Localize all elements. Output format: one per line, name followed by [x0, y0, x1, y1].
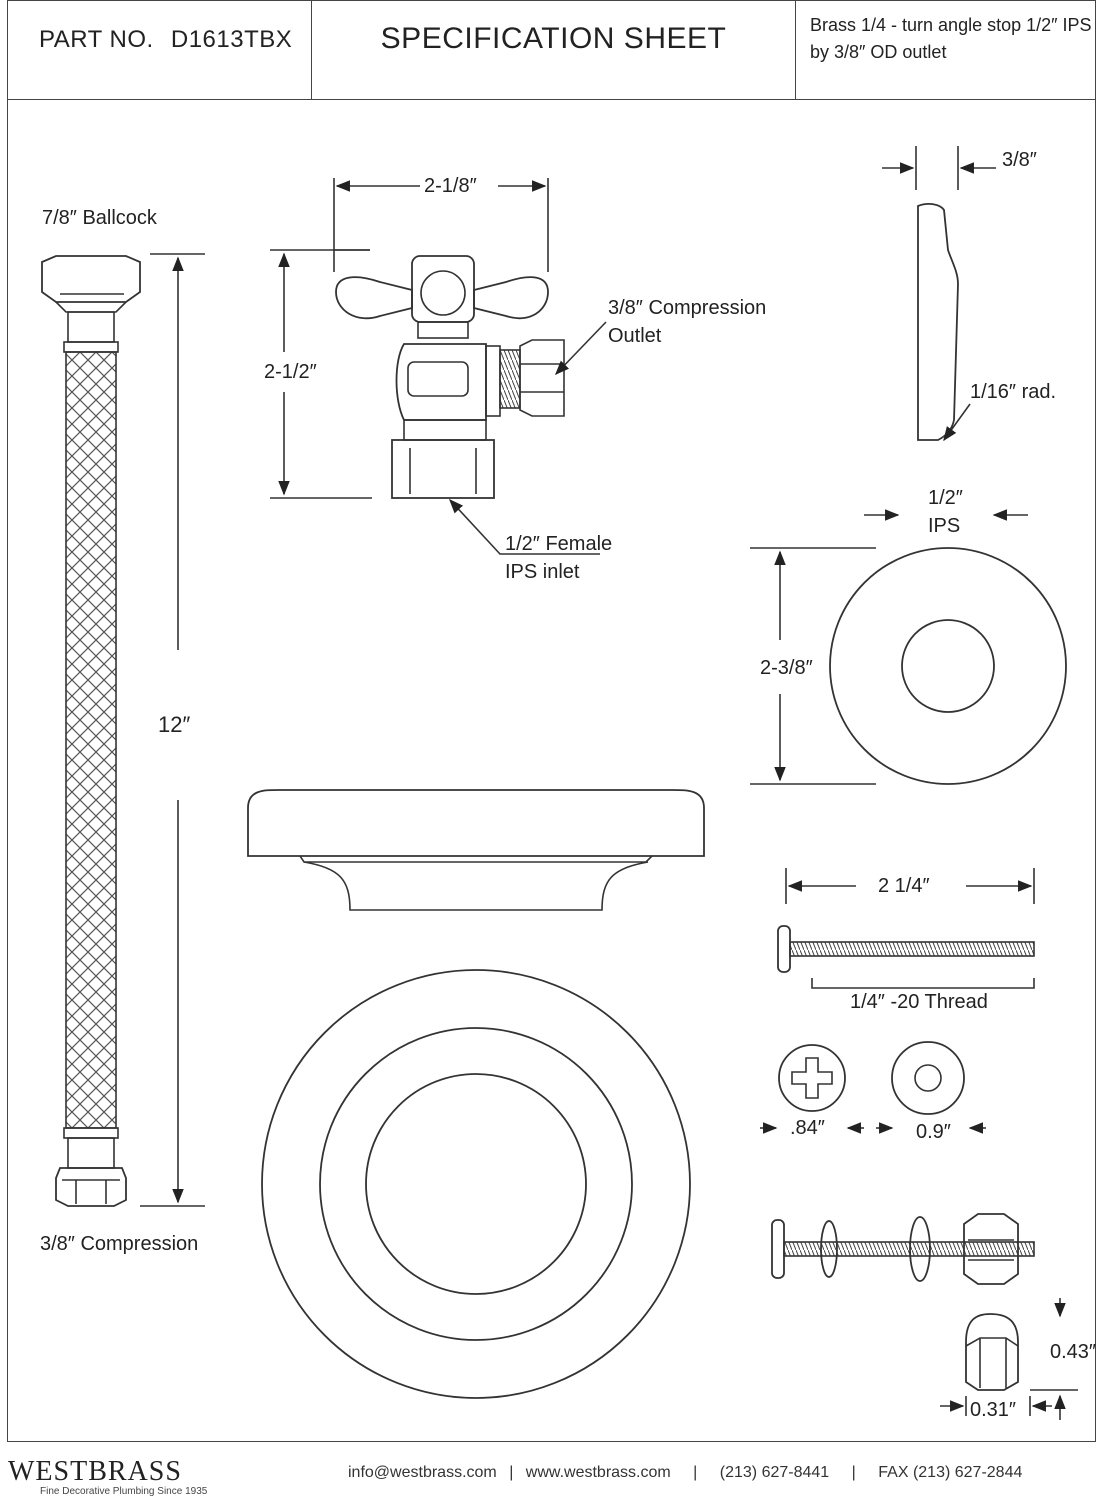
cap-nut — [940, 1298, 1078, 1420]
phone-number: (213) 627-8441 — [719, 1464, 830, 1481]
cap-dia-label: .84″ — [790, 1117, 825, 1139]
outlet-label-1: 3/8″ Compression — [608, 297, 767, 319]
header: PART NO. D1613TBX SPECIFICATION SHEET Br… — [7, 0, 1096, 100]
valve-height-label: 2-1/2″ — [264, 361, 317, 383]
page-title: SPECIFICATION SHEET — [380, 22, 727, 55]
inlet-label-2: IPS inlet — [505, 561, 580, 583]
website-link[interactable]: www.westbrass.com — [525, 1464, 671, 1481]
separator: | — [851, 1464, 856, 1481]
flange-dia-label: 2-3/8″ — [760, 657, 813, 679]
cap-and-washer — [760, 1041, 986, 1134]
hose-length-dimension — [140, 253, 205, 1207]
base-cap-side — [247, 789, 705, 911]
brand-logo: WESTBRASS — [8, 1456, 182, 1487]
part-number: PART NO. D1613TBX — [39, 26, 302, 54]
part-value: D1613TBX — [170, 26, 293, 53]
nut-height-label: 0.43″ — [1050, 1341, 1097, 1363]
nut-width-label: 0.31″ — [970, 1399, 1017, 1421]
base-cap-top — [261, 969, 691, 1399]
ips-label-2: IPS — [928, 515, 961, 537]
outlet-label-2: Outlet — [608, 325, 662, 347]
angle-stop-valve — [335, 255, 565, 499]
thread-label: 1/4″ -20 Thread — [850, 991, 988, 1013]
header-desc-cell: Brass 1/4 - turn angle stop 1/2″ IPS by … — [796, 0, 1096, 99]
footer: WESTBRASS Fine Decorative Plumbing Since… — [0, 1442, 1106, 1500]
part-label: PART NO. — [39, 26, 154, 53]
flange-profile — [882, 146, 996, 442]
length-label: 12″ — [158, 712, 191, 737]
bolt-assembly — [771, 1213, 1035, 1285]
header-title-cell: SPECIFICATION SHEET — [312, 0, 796, 99]
radius-label: 1/16″ rad. — [970, 381, 1057, 403]
ballcock-label: 7/8″ Ballcock — [42, 207, 157, 229]
ips-label-1: 1/2″ — [928, 487, 963, 509]
technical-drawing — [41, 146, 1078, 1420]
separator: | — [693, 1464, 698, 1481]
flange-thickness-label: 3/8″ — [1002, 149, 1037, 171]
inlet-label-1: 1/2″ Female — [505, 533, 613, 555]
fax-number: FAX (213) 627-2844 — [878, 1464, 1023, 1481]
email-link[interactable]: info@westbrass.com — [348, 1464, 497, 1481]
sheet-frame — [7, 0, 1096, 1442]
product-description: Brass 1/4 - turn angle stop 1/2″ IPS by … — [810, 15, 1092, 62]
header-part-cell: PART NO. D1613TBX — [7, 0, 312, 99]
separator: | — [509, 1464, 514, 1481]
round-flange — [750, 509, 1067, 785]
valve-width-label: 2-1/8″ — [424, 175, 477, 197]
washer-dia-label: 0.9″ — [916, 1121, 951, 1143]
bolt-length-label: 2 1/4″ — [878, 875, 930, 897]
brand-tagline: Fine Decorative Plumbing Since 1935 — [40, 1486, 208, 1497]
valve-dimensions — [270, 178, 607, 555]
contact-info: info@westbrass.com | www.westbrass.com |… — [348, 1464, 1022, 1482]
toilet-bolt — [777, 868, 1035, 989]
compression-label: 3/8″ Compression — [40, 1233, 199, 1255]
supply-hose — [41, 255, 141, 1207]
